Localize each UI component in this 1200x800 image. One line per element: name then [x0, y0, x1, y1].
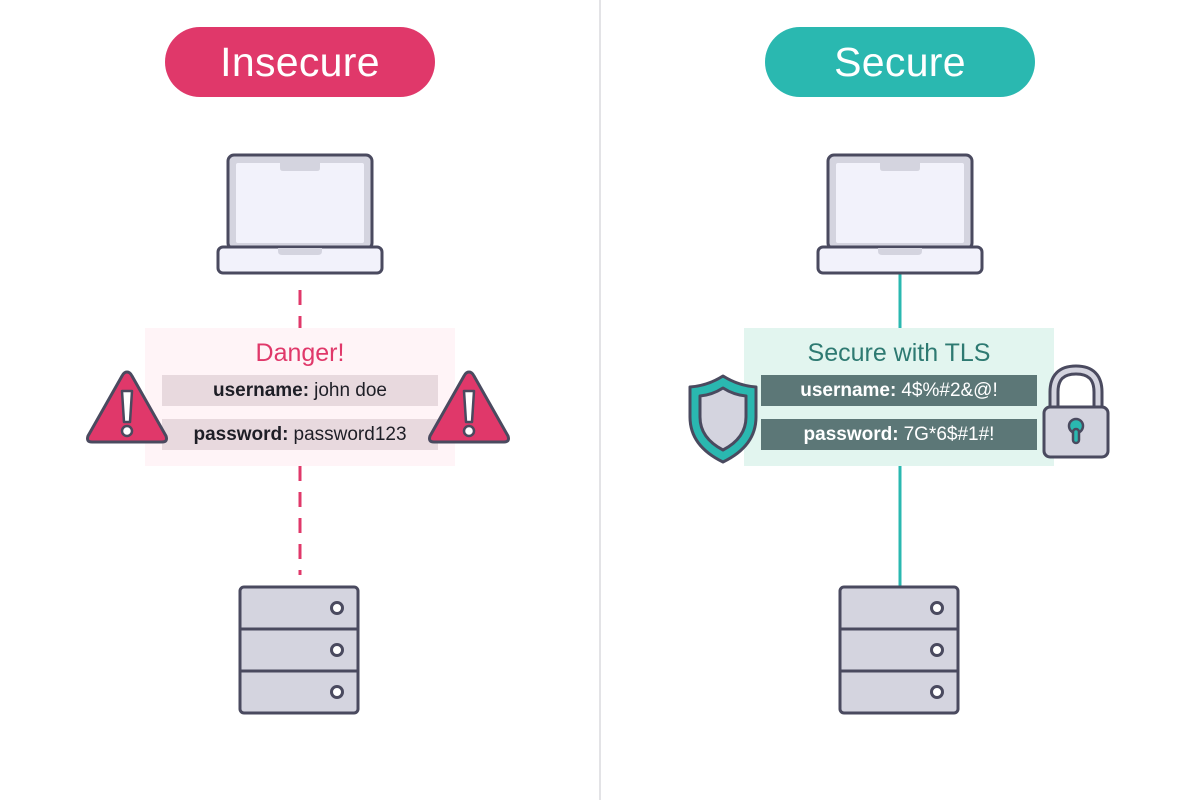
secure-panel: Secure with TLS username: 4$%#2&@! passw…: [744, 328, 1054, 466]
center-divider: [599, 0, 601, 800]
password-value: 7G*6$#1#!: [903, 423, 995, 445]
username-key: username:: [212, 379, 310, 401]
password-value: password123: [293, 423, 407, 445]
username-value: 4$%#2&@!: [901, 379, 998, 401]
password-field: password: password123: [162, 419, 438, 450]
encrypted-password-field: password: 7G*6$#1#!: [761, 419, 1037, 450]
insecure-label: Insecure: [165, 27, 435, 97]
server-icon: [838, 585, 960, 715]
warning-icon: [428, 370, 510, 444]
laptop-icon: [216, 153, 384, 275]
secure-title: Secure with TLS: [807, 339, 991, 367]
padlock-icon: [1042, 364, 1110, 459]
username-value: john doe: [314, 379, 387, 401]
encrypted-username-field: username: 4$%#2&@!: [761, 375, 1037, 406]
server-icon: [238, 585, 360, 715]
shield-icon: [688, 374, 758, 464]
password-key: password:: [803, 423, 899, 445]
warning-icon: [86, 370, 168, 444]
danger-title: Danger!: [255, 339, 345, 367]
secure-label: Secure: [765, 27, 1035, 97]
danger-panel: Danger! username: john doe password: pas…: [145, 328, 455, 466]
laptop-icon: [816, 153, 984, 275]
username-field: username: john doe: [162, 375, 438, 406]
password-key: password:: [193, 423, 289, 445]
username-key: username:: [800, 379, 897, 401]
